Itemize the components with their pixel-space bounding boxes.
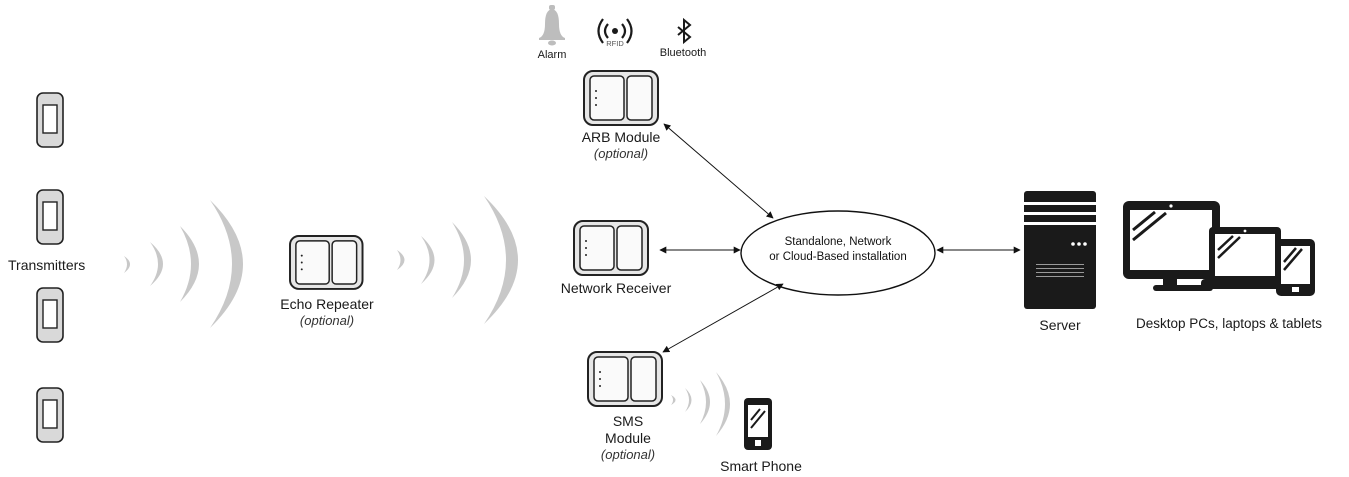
network-receiver-device bbox=[573, 220, 649, 276]
sms-module-note: (optional) bbox=[600, 447, 656, 462]
alarm-label: Alarm bbox=[537, 49, 567, 61]
connector-sms bbox=[662, 283, 784, 353]
installation-ellipse bbox=[740, 210, 936, 296]
tablet-icon bbox=[1276, 239, 1315, 296]
laptop-icon bbox=[1201, 227, 1289, 289]
installation-line1: Standalone, Network bbox=[784, 236, 892, 248]
smart-phone-icon bbox=[744, 398, 772, 450]
bell-icon bbox=[539, 5, 565, 46]
sms-module-label-line1: SMS bbox=[612, 413, 644, 429]
installation-label: Standalone, Network or Cloud-Based insta… bbox=[769, 235, 906, 265]
signal-waves-icon bbox=[671, 372, 730, 436]
installation-line2: or Cloud-Based installation bbox=[769, 251, 907, 263]
transmitter-icon bbox=[36, 287, 64, 343]
signal-waves-icon bbox=[397, 196, 518, 324]
clients-label: Desktop PCs, laptops & tablets bbox=[1135, 316, 1323, 331]
sms-module-label-line2: Module bbox=[605, 430, 651, 446]
rfid-icon bbox=[597, 18, 633, 44]
bluetooth-label: Bluetooth bbox=[659, 47, 707, 59]
transmitter-icon bbox=[36, 189, 64, 245]
transmitter-icon bbox=[36, 387, 64, 443]
arb-module-note: (optional) bbox=[593, 146, 649, 161]
transmitters-label: Transmitters bbox=[8, 257, 86, 273]
arb-module-label: ARB Module bbox=[581, 129, 661, 145]
desktop-monitor-icon bbox=[1123, 201, 1220, 291]
network-receiver-label: Network Receiver bbox=[560, 280, 672, 296]
server-label: Server bbox=[1039, 317, 1081, 333]
signal-waves-icon bbox=[124, 200, 243, 328]
server-icon bbox=[1024, 191, 1096, 309]
smart-phone-label: Smart Phone bbox=[720, 458, 802, 474]
arb-module-device bbox=[583, 70, 659, 126]
connector-arb bbox=[663, 123, 774, 219]
transmitter-icon bbox=[36, 92, 64, 148]
sms-module-device bbox=[587, 351, 663, 407]
echo-repeater-device bbox=[289, 235, 364, 290]
echo-repeater-note: (optional) bbox=[299, 313, 355, 328]
bluetooth-icon bbox=[677, 17, 692, 45]
rfid-label: RFID bbox=[606, 39, 624, 48]
echo-repeater-label: Echo Repeater bbox=[280, 296, 374, 312]
